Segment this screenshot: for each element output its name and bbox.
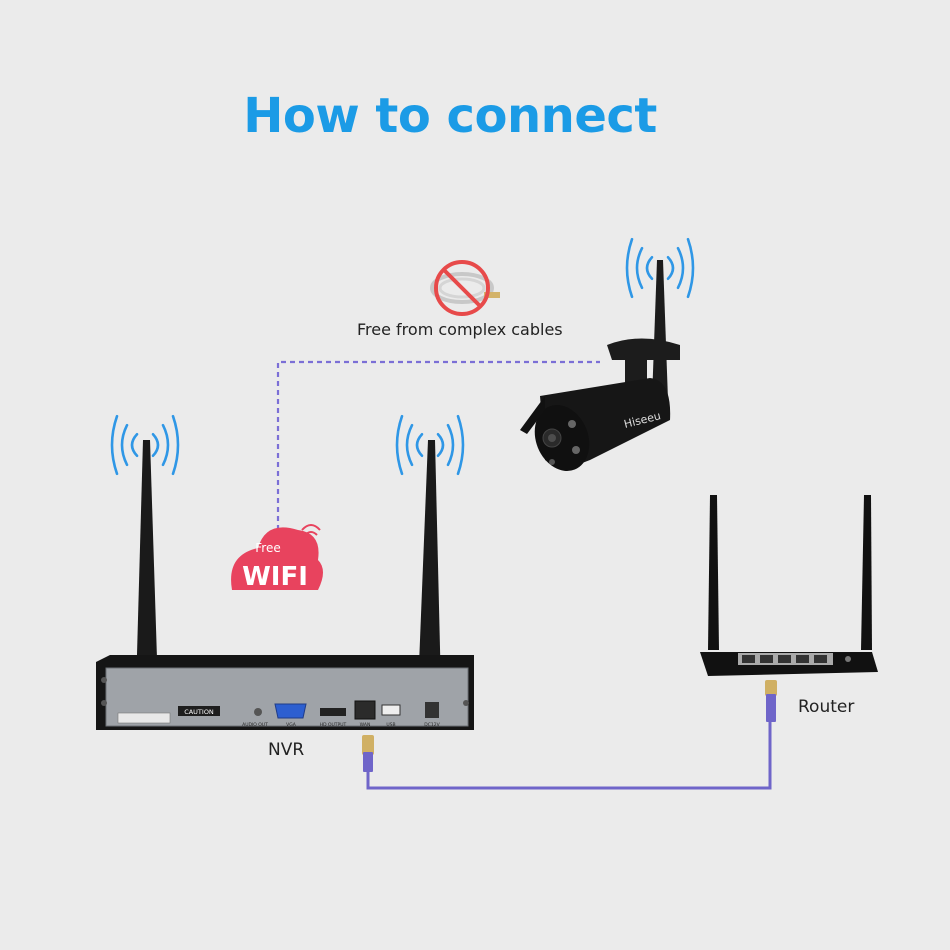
wifi-wave-arc <box>415 432 424 458</box>
router-device <box>700 495 878 676</box>
router-lan-port <box>778 655 791 663</box>
wifi-wave-arc <box>405 423 414 467</box>
wifi-wave-arc <box>110 414 119 476</box>
wifi-wave-arc <box>151 432 160 458</box>
wifi-wave-arc <box>130 432 139 458</box>
router-rj45-connector <box>765 680 777 722</box>
router-label: Router <box>798 697 855 717</box>
wifi-wave-arc <box>686 237 695 299</box>
wifi-badge-top-text: Free <box>255 541 280 555</box>
wifi-waves-nvr-right <box>395 414 465 476</box>
wifi-wave-arc <box>161 423 170 467</box>
wifi-waves-camera <box>625 237 695 299</box>
wifi-wave-arc <box>456 414 465 476</box>
wifi-wave-arc <box>676 246 685 290</box>
wifi-wave-arc <box>635 246 644 290</box>
ethernet-cable <box>366 722 772 790</box>
wifi-wave-arc <box>645 255 654 281</box>
nvr-port-label: AUDIO OUT <box>242 722 268 728</box>
free-cables-label: Free from complex cables <box>357 320 563 339</box>
nvr-port-label: DC12V <box>424 722 440 728</box>
nvr-label: NVR <box>268 740 305 760</box>
nvr-recorder: CAUTION AUDIO OUT VGA HD OUTPUT WAN USB DC12V <box>96 655 474 730</box>
nvr-rj45-connector <box>362 735 374 772</box>
nvr-port-label: VGA <box>286 722 297 728</box>
wifi-wave-arc <box>395 414 404 476</box>
wifi-wave-arc <box>120 423 129 467</box>
nvr-port-label: USB <box>386 722 395 728</box>
wifi-wave-arc <box>436 432 445 458</box>
nvr-port-label: WAN <box>360 722 371 728</box>
nvr-port-label: HD OUTPUT <box>320 722 347 728</box>
router-lan-port <box>796 655 809 663</box>
nvr-caution-label: CAUTION <box>184 708 214 716</box>
wifi-wave-arc <box>666 255 675 281</box>
router-lan-port <box>742 655 755 663</box>
wifi-badge-main-text: WIFI <box>242 562 308 592</box>
wifi-waves-nvr-left <box>110 414 180 476</box>
no-cable-icon <box>430 260 500 316</box>
wifi-wave-arc <box>625 237 634 299</box>
free-wifi-badge: Free WIFI <box>231 524 323 592</box>
wireless-dashed-line <box>276 360 600 530</box>
router-lan-port <box>760 655 773 663</box>
router-lan-port <box>814 655 827 663</box>
page-title: How to connect <box>243 88 657 144</box>
wifi-wave-arc <box>446 423 455 467</box>
wifi-wave-arc <box>171 414 180 476</box>
bullet-camera: Hiseeu <box>520 260 680 471</box>
